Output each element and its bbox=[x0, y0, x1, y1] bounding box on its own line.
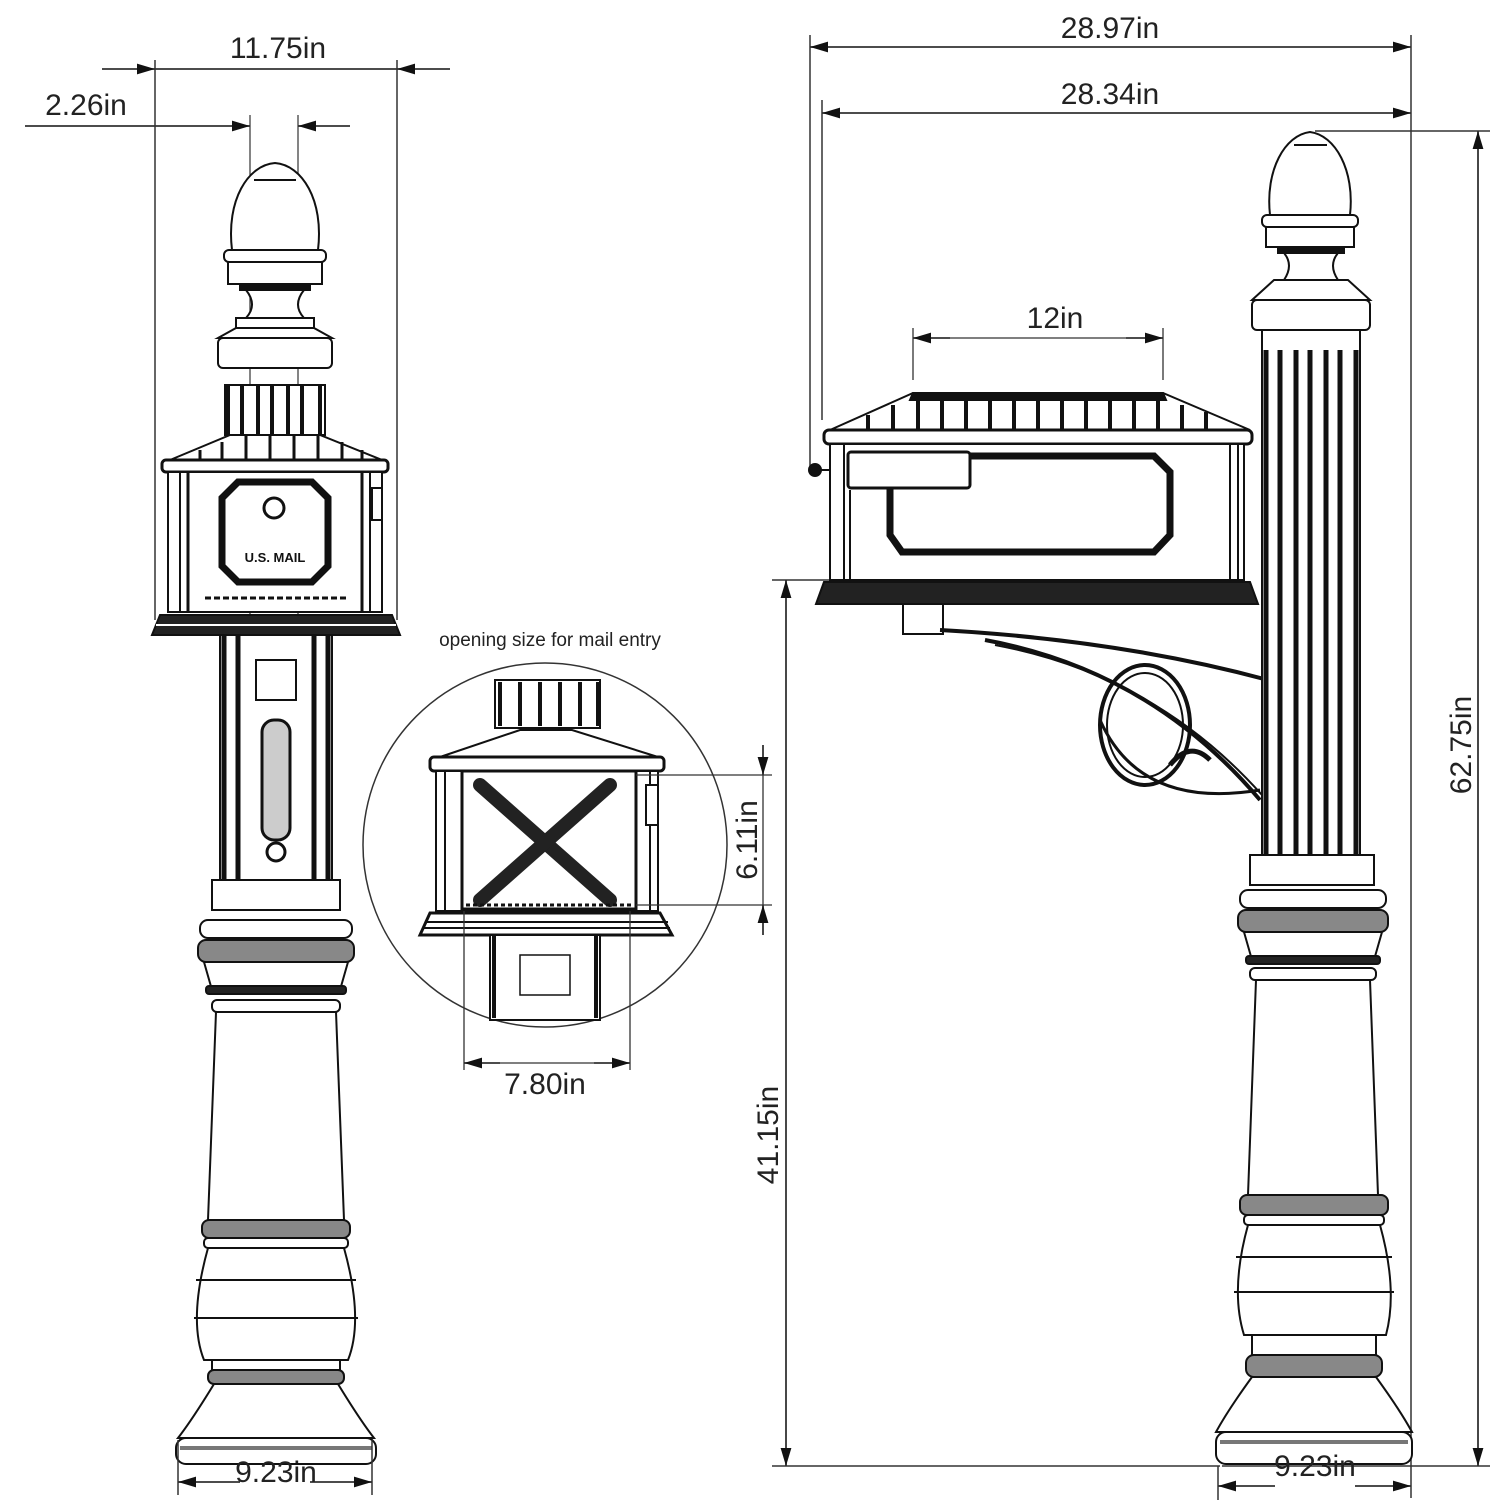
us-mail-label: U.S. MAIL bbox=[245, 550, 306, 565]
box-depth-label: 28.34in bbox=[1061, 78, 1159, 111]
roof-length-label: 12in bbox=[1027, 302, 1084, 335]
finial-width-label: 2.26in bbox=[45, 89, 127, 122]
front-base-width-label: 9.23in bbox=[235, 1456, 317, 1489]
side-view bbox=[772, 35, 1490, 1500]
overall-depth-label: 28.97in bbox=[1061, 12, 1159, 45]
front-view bbox=[25, 60, 450, 1495]
total-height-label: 62.75in bbox=[1445, 696, 1478, 794]
opening-detail-view bbox=[362, 662, 772, 1070]
side-base-width-label: 9.23in bbox=[1274, 1450, 1356, 1483]
front-width-label: 11.75in bbox=[230, 32, 326, 65]
opening-caption: opening size for mail entry bbox=[439, 630, 661, 651]
opening-height-label: 6.11in bbox=[731, 800, 764, 880]
opening-width-label: 7.80in bbox=[504, 1068, 586, 1101]
box-bottom-height-label: 41.15in bbox=[752, 1086, 785, 1184]
